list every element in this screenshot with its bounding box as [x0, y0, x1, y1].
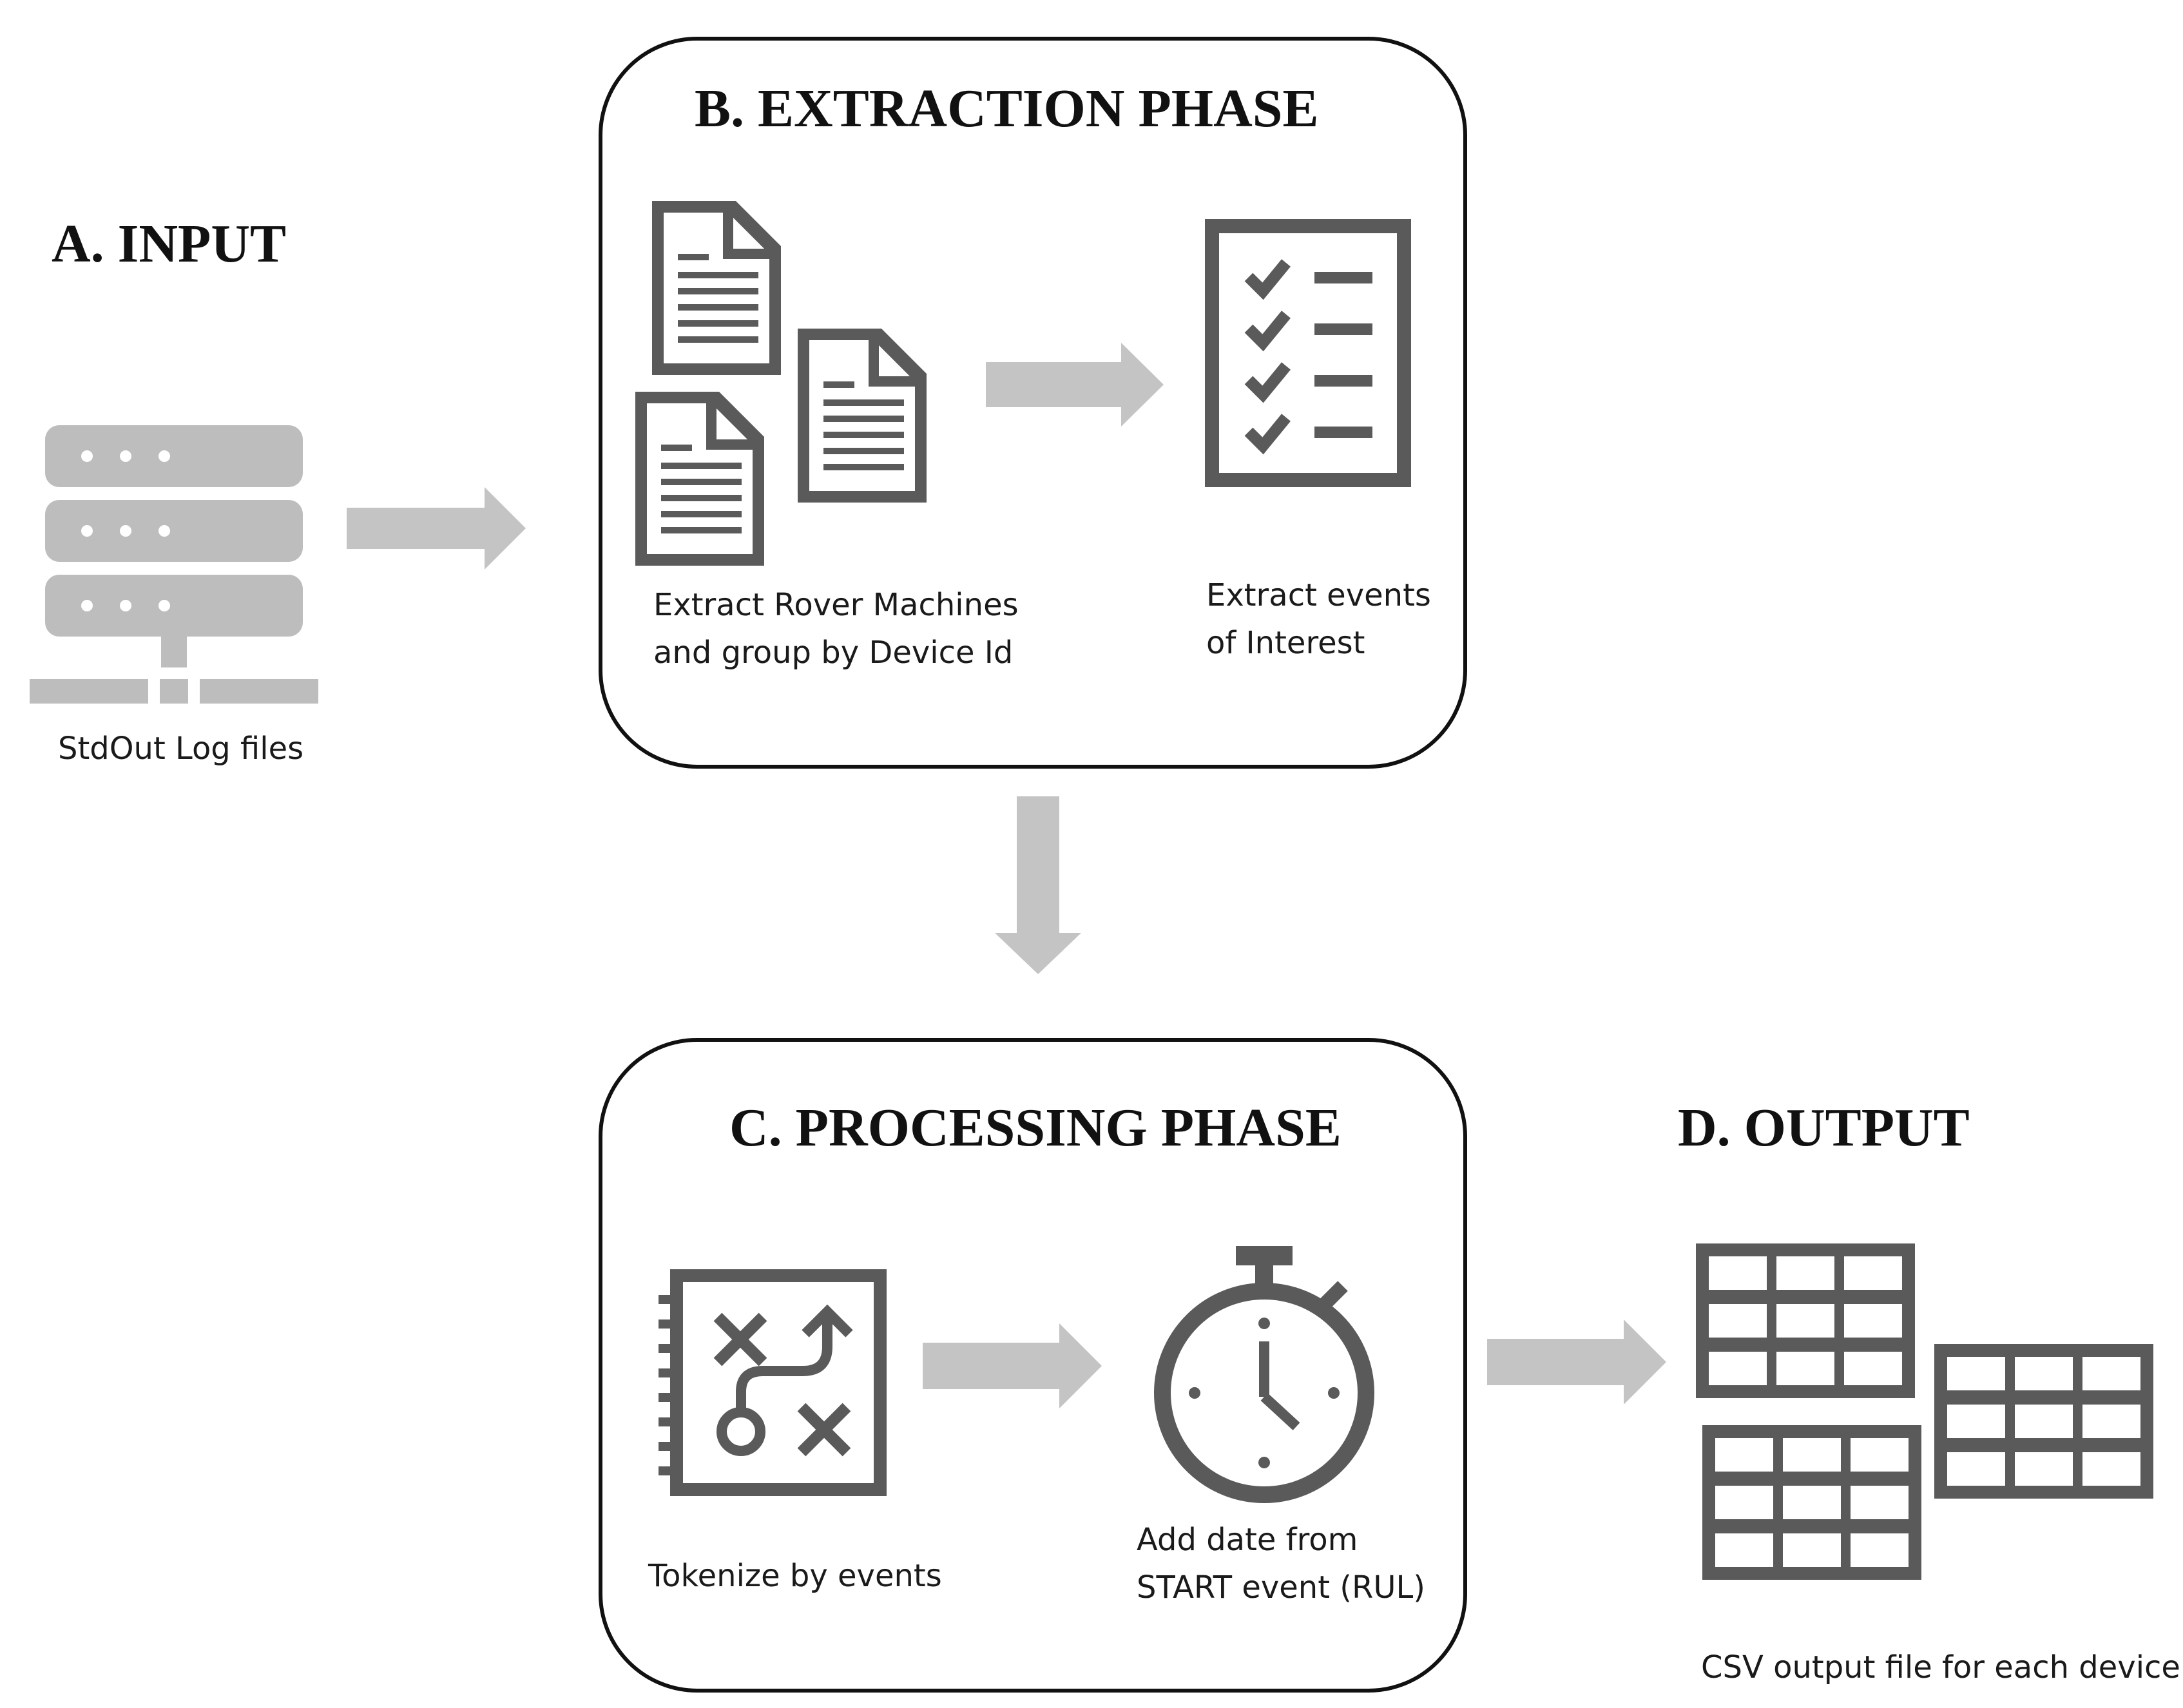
arrow-extraction-to-processing: [995, 796, 1081, 974]
documents-caption: Extract Rover Machines and group by Devi…: [653, 587, 1028, 671]
checklist-caption-line-1: Extract events: [1206, 577, 1431, 613]
output-heading: D. OUTPUT: [1678, 1098, 1970, 1158]
stopwatch-caption: Add date from START event (RUL): [1137, 1522, 1425, 1606]
input-heading: A. INPUT: [52, 214, 286, 274]
checklist-caption: Extract events of Interest: [1206, 577, 1441, 661]
documents-caption-line-2: and group by Device Id: [653, 635, 1013, 671]
stopwatch-caption-line-2: START event (RUL): [1137, 1569, 1425, 1606]
extraction-heading: B. EXTRACTION PHASE: [695, 79, 1319, 139]
arrow-documents-to-checklist: [986, 343, 1164, 427]
arrow-tokenize-to-stopwatch: [923, 1323, 1102, 1408]
stopwatch-caption-line-1: Add date from: [1137, 1522, 1358, 1558]
checklist-icon: [1205, 219, 1411, 487]
checklist-caption-line-2: of Interest: [1206, 625, 1365, 661]
input-caption: StdOut Log files: [58, 731, 303, 767]
server-icon: [30, 425, 318, 704]
tokenize-caption: Tokenize by events: [648, 1558, 942, 1594]
tables-icon: [1696, 1243, 2153, 1580]
processing-heading: C. PROCESSING PHASE: [729, 1098, 1342, 1158]
strategy-notebook-icon: [659, 1269, 887, 1496]
output-caption: CSV output file for each device: [1701, 1649, 2180, 1685]
arrow-input-to-extraction: [347, 487, 526, 570]
stopwatch-icon: [1154, 1246, 1374, 1503]
arrow-processing-to-output: [1487, 1319, 1666, 1405]
documents-caption-line-1: Extract Rover Machines: [653, 587, 1019, 623]
